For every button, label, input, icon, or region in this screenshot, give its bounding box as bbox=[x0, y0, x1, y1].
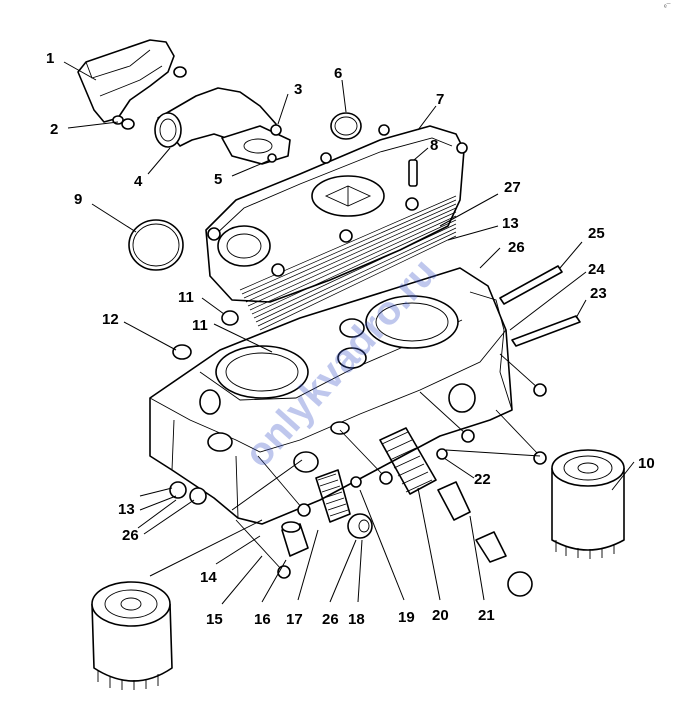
callout-10: 10 bbox=[638, 455, 655, 472]
callout-22: 22 bbox=[474, 471, 491, 488]
washer-12 bbox=[172, 344, 192, 360]
callout-13b: 13 bbox=[502, 215, 519, 232]
leader-lines bbox=[63, 61, 635, 605]
callout-3: 3 bbox=[294, 81, 302, 98]
small-parts bbox=[281, 481, 533, 597]
callout-1: 1 bbox=[46, 50, 54, 67]
callout-26c: 26 bbox=[508, 239, 525, 256]
oil-filter-right bbox=[551, 449, 625, 559]
callout-16: 16 bbox=[254, 611, 271, 628]
callout-23: 23 bbox=[590, 285, 607, 302]
callout-24: 24 bbox=[588, 261, 605, 278]
callout-labels: 1 2 3 4 5 6 7 8 9 10 11 11 12 13 13 14 1… bbox=[46, 50, 655, 628]
corner-mark: ᵉ¯ bbox=[664, 3, 671, 11]
callout-26b: 26 bbox=[322, 611, 339, 628]
springs bbox=[315, 427, 437, 523]
callout-6: 6 bbox=[334, 65, 342, 82]
callout-15: 15 bbox=[206, 611, 223, 628]
callout-25: 25 bbox=[588, 225, 605, 242]
callout-8: 8 bbox=[430, 137, 438, 154]
callout-4: 4 bbox=[134, 173, 143, 190]
callout-7: 7 bbox=[436, 91, 444, 108]
callout-20: 20 bbox=[432, 607, 449, 624]
studs-23-25 bbox=[499, 265, 581, 347]
callout-2: 2 bbox=[50, 121, 58, 138]
elbow-pipe-part bbox=[154, 87, 291, 165]
callout-26a: 26 bbox=[122, 527, 139, 544]
callout-27: 27 bbox=[504, 179, 521, 196]
callout-13a: 13 bbox=[118, 501, 135, 518]
callout-5: 5 bbox=[214, 171, 222, 188]
oil-filter-left bbox=[91, 581, 173, 690]
engine-base-block bbox=[149, 267, 513, 525]
callout-19: 19 bbox=[398, 609, 415, 626]
o-ring-large bbox=[128, 219, 184, 271]
callout-11a: 11 bbox=[178, 289, 194, 306]
callout-14: 14 bbox=[200, 569, 217, 586]
callout-21: 21 bbox=[478, 607, 495, 624]
washer-11a bbox=[221, 310, 239, 326]
callout-9: 9 bbox=[74, 191, 82, 208]
callout-18: 18 bbox=[348, 611, 365, 628]
callout-11b: 11 bbox=[192, 317, 208, 334]
valve-cover-part bbox=[205, 124, 468, 331]
callout-12: 12 bbox=[102, 311, 119, 328]
callout-17: 17 bbox=[286, 611, 303, 628]
bracket-part bbox=[77, 39, 187, 130]
bolts-group bbox=[169, 353, 547, 579]
